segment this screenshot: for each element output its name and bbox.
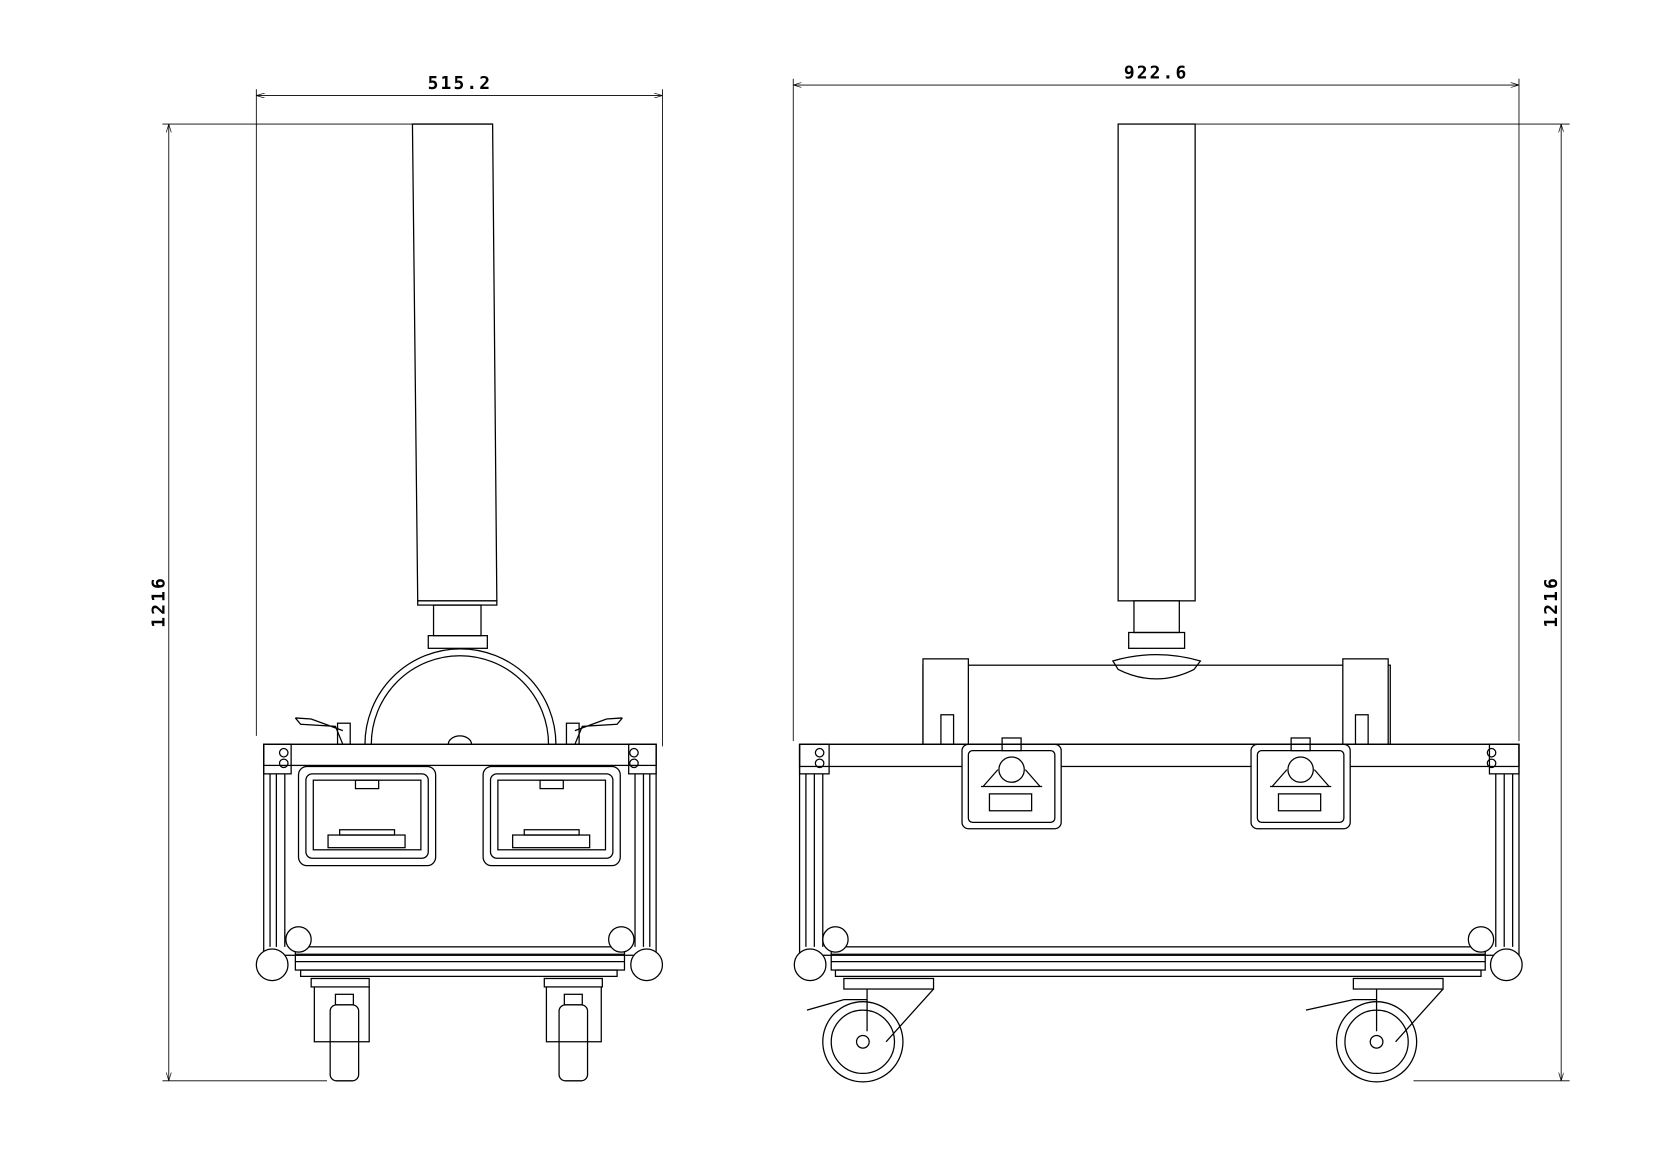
side-case (793, 737, 1523, 982)
side-caster-left (806, 977, 935, 1083)
side-width-dimension: 922.6 (1124, 63, 1189, 84)
front-dimensions: 515.2 1216 (149, 73, 663, 1082)
side-caster-right (1305, 977, 1444, 1083)
latch-right (1250, 737, 1351, 830)
front-height-dimension: 1216 (149, 576, 170, 628)
side-view: 922.6 1216 (792, 63, 1570, 1083)
front-view: 515.2 1216 (149, 73, 664, 1082)
side-height-dimension: 1216 (1541, 576, 1562, 628)
front-column (294, 123, 623, 745)
side-column (922, 123, 1391, 745)
front-handle-right (482, 765, 621, 867)
front-caster-left (310, 977, 370, 1082)
front-handle-left (297, 765, 437, 867)
front-width-dimension: 515.2 (428, 73, 493, 94)
front-caster-right (543, 977, 603, 1082)
front-case (255, 743, 664, 982)
side-dimensions: 922.6 1216 (792, 63, 1570, 1082)
latch-left (961, 737, 1062, 830)
